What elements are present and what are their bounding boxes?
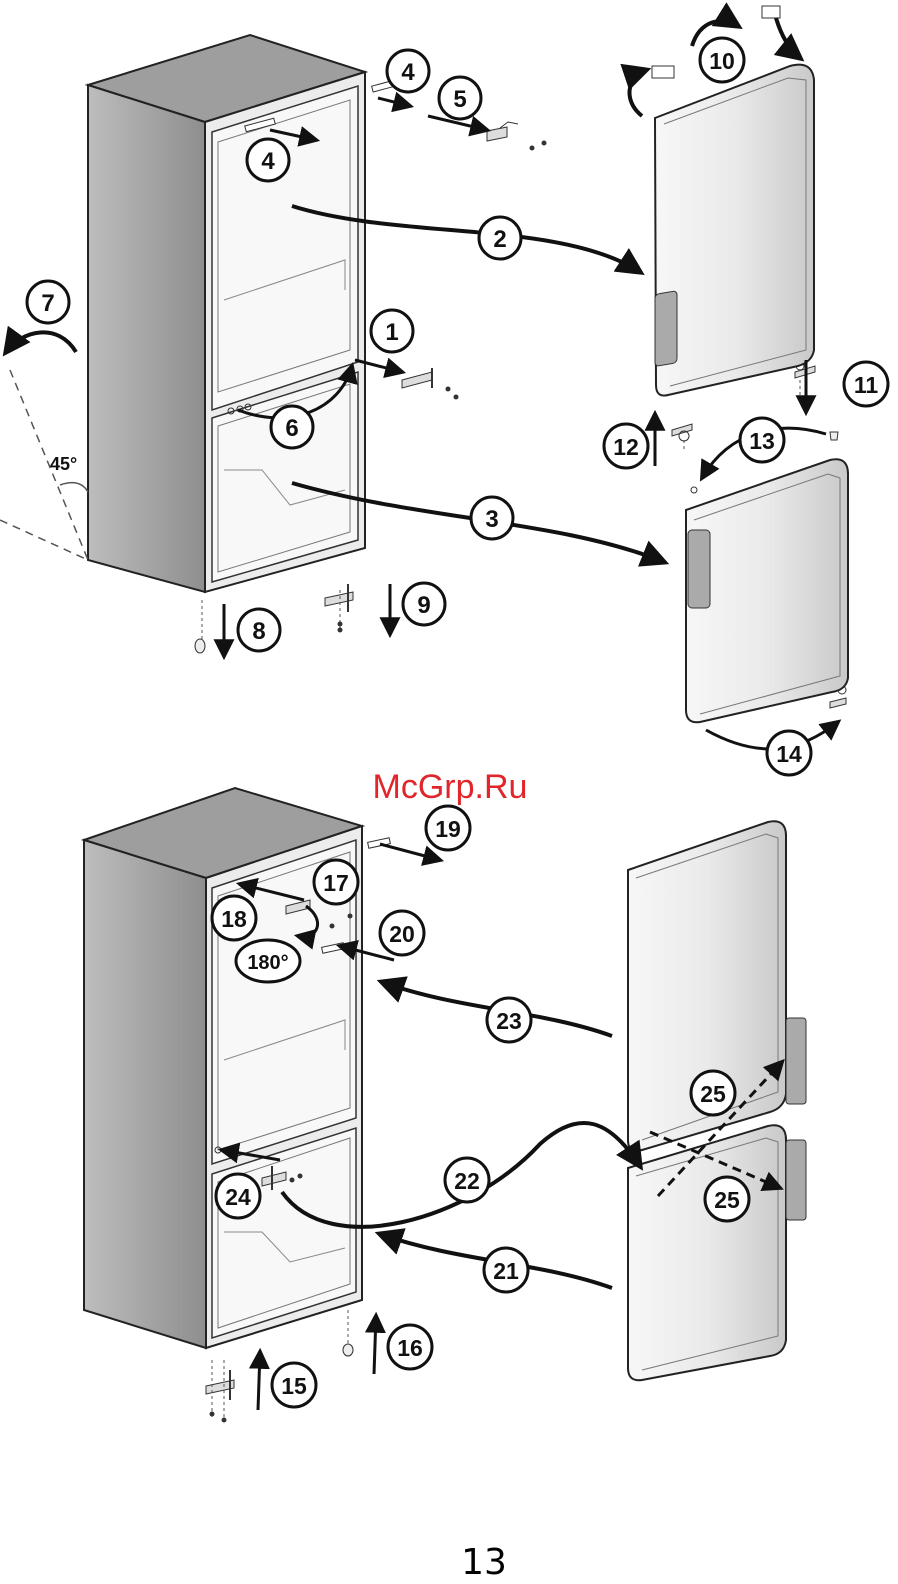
step-3-callout: 3 (471, 497, 513, 539)
svg-text:7: 7 (41, 290, 54, 317)
step-13-callout: 13 (740, 418, 784, 462)
step-6-callout: 6 (271, 406, 313, 448)
step-10-callout: 10 (700, 38, 744, 82)
step-25-callout: 25 (705, 1177, 749, 1221)
svg-text:17: 17 (323, 870, 349, 896)
step-19-callout: 19 (426, 806, 470, 850)
rotation-callout: 180° (236, 940, 300, 982)
svg-text:12: 12 (613, 434, 639, 460)
step-2-callout: 2 (479, 217, 521, 259)
svg-text:21: 21 (493, 1258, 519, 1284)
step-9-callout: 9 (403, 583, 445, 625)
svg-text:4: 4 (401, 59, 415, 86)
svg-text:11: 11 (854, 372, 879, 398)
svg-text:8: 8 (252, 618, 265, 645)
step-16-callout: 16 (388, 1325, 432, 1369)
step-11-callout: 11 (844, 362, 888, 406)
step-4-callout: 4 (247, 139, 289, 181)
step-20-callout: 20 (380, 911, 424, 955)
step-21-callout: 21 (484, 1248, 528, 1292)
step-5-callout: 5 (439, 77, 481, 119)
svg-text:20: 20 (389, 921, 415, 947)
freezer-door-removed (686, 459, 848, 722)
step-4-callout: 4 (387, 50, 429, 92)
step-12-callout: 12 (604, 424, 648, 468)
step-17-callout: 17 (314, 860, 358, 904)
step-22-callout: 22 (445, 1158, 489, 1202)
step-15-callout: 15 (272, 1363, 316, 1407)
svg-text:22: 22 (454, 1168, 480, 1194)
svg-text:19: 19 (435, 816, 461, 842)
svg-text:1: 1 (385, 319, 398, 346)
svg-text:6: 6 (285, 415, 298, 442)
svg-text:18: 18 (221, 906, 247, 932)
step-1-callout: 1 (371, 310, 413, 352)
step-8-callout: 8 (238, 609, 280, 651)
svg-text:16: 16 (397, 1335, 423, 1361)
angle-label: 45° (50, 454, 77, 474)
step-25-callout: 25 (691, 1071, 735, 1115)
watermark: McGrp.Ru (373, 768, 528, 806)
svg-text:25: 25 (700, 1081, 726, 1107)
svg-text:14: 14 (776, 741, 802, 767)
page-number: 13 (461, 1542, 507, 1583)
svg-text:24: 24 (225, 1184, 251, 1210)
step-23-callout: 23 (487, 998, 531, 1042)
tilt-angle-indicator: 45° (0, 370, 88, 560)
step-14-callout: 14 (767, 731, 811, 775)
svg-text:2: 2 (493, 226, 506, 253)
fridge-cabinet-top (88, 35, 365, 592)
step-18-callout: 18 (212, 896, 256, 940)
svg-text:15: 15 (281, 1373, 307, 1399)
svg-text:9: 9 (417, 592, 430, 619)
svg-text:13: 13 (749, 428, 775, 454)
svg-text:23: 23 (496, 1008, 522, 1034)
svg-text:180°: 180° (247, 952, 288, 974)
step-24-callout: 24 (216, 1174, 260, 1218)
svg-text:4: 4 (261, 148, 275, 175)
svg-text:10: 10 (709, 48, 735, 74)
svg-text:25: 25 (714, 1187, 740, 1213)
step-7-callout: 7 (27, 281, 69, 323)
svg-text:3: 3 (485, 506, 498, 533)
svg-text:5: 5 (453, 86, 466, 113)
